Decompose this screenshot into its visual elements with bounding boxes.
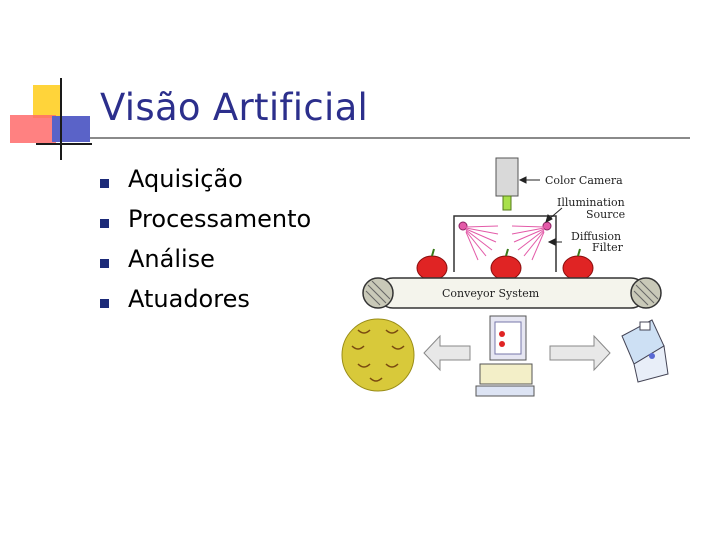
bullet-text: Aquisição — [128, 165, 243, 193]
illumination-box-icon — [453, 215, 557, 272]
square-bullet-icon — [100, 259, 109, 268]
apple-icon — [562, 248, 594, 281]
logo-horizontal-line — [36, 143, 92, 145]
left-arrow-icon — [423, 334, 471, 372]
machine-vision-illustration: Color Camera Illumination Source Diffusi… — [341, 157, 669, 397]
illumination-label-line1: Illumination — [557, 196, 625, 209]
title-underline — [90, 137, 690, 139]
apple-baskets-icon — [341, 318, 415, 392]
diffusion-label-line1: Diffusion — [571, 230, 621, 243]
slide-title: Visão Artificial — [100, 86, 369, 129]
actuator-machine-icon — [621, 319, 669, 383]
conveyor-label: Conveyor System — [442, 287, 540, 300]
logo-square-red — [10, 115, 56, 143]
conveyor-belt-icon — [362, 277, 662, 309]
square-bullet-icon — [100, 299, 109, 308]
right-arrow-icon — [549, 334, 611, 372]
machine-vision-diagram: Color Camera Illumination Source Diffusi… — [330, 150, 690, 410]
camera-label: Color Camera — [545, 174, 623, 187]
apple-icon — [490, 248, 522, 281]
logo-square-yellow — [33, 85, 61, 118]
pointer-arrows-icon — [518, 176, 563, 246]
bullet-text: Atuadores — [128, 285, 250, 313]
illumination-label-line2: Source — [586, 208, 625, 221]
bullet-text: Análise — [128, 245, 215, 273]
color-camera-icon — [495, 157, 519, 211]
computer-icon — [475, 315, 535, 397]
logo-vertical-line — [60, 78, 62, 160]
bullet-text: Processamento — [128, 205, 312, 233]
square-bullet-icon — [100, 179, 109, 188]
apple-icon — [416, 248, 448, 281]
square-bullet-icon — [100, 219, 109, 228]
diffusion-label-line2: Filter — [592, 241, 624, 254]
logo-square-blue — [52, 116, 90, 142]
